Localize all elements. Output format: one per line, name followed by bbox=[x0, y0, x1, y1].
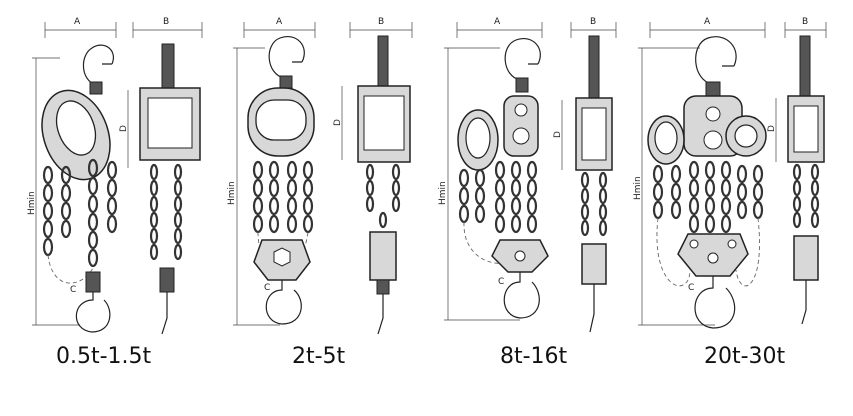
dim-label-c: C bbox=[70, 285, 76, 295]
side-view-large-hoist: D bbox=[553, 35, 613, 333]
dim-label-d: D bbox=[767, 125, 777, 132]
dim-label-c: C bbox=[498, 277, 504, 287]
figure-caption: 0.5t-1.5t bbox=[56, 344, 152, 369]
dim-label-hmin: Hmin bbox=[438, 181, 448, 205]
front-view-xlarge-hoist: C bbox=[647, 36, 767, 329]
figure-caption: 2t-5t bbox=[292, 344, 346, 369]
dim-label-a: A bbox=[74, 17, 81, 27]
dim-label-hmin: Hmin bbox=[227, 181, 237, 205]
figure-2: A B Hmin C D bbox=[227, 17, 413, 369]
dim-label-b: B bbox=[378, 17, 384, 27]
front-view-large-hoist: C bbox=[457, 38, 549, 319]
figure-1: A B Hmin C bbox=[27, 17, 203, 369]
dim-label-a: A bbox=[276, 17, 283, 27]
front-view-medium-hoist: C bbox=[247, 36, 315, 325]
dim-label-b: B bbox=[590, 17, 596, 27]
dim-label-d: D bbox=[333, 119, 343, 126]
side-view-small-hoist: D bbox=[119, 43, 201, 335]
dim-label-b: B bbox=[163, 17, 169, 27]
dim-label-d: D bbox=[553, 131, 563, 138]
dim-label-a: A bbox=[704, 17, 711, 27]
side-view-xlarge-hoist: D bbox=[767, 35, 825, 325]
dim-label-d: D bbox=[119, 125, 129, 132]
figure-3: A B Hmin C bbox=[438, 17, 617, 369]
figure-caption: 8t-16t bbox=[500, 344, 568, 369]
dim-label-c: C bbox=[264, 283, 270, 293]
dim-label-b: B bbox=[802, 17, 808, 27]
dim-label-hmin: Hmin bbox=[27, 191, 37, 215]
front-view-small-hoist: C bbox=[41, 44, 118, 333]
dim-label-a: A bbox=[494, 17, 501, 27]
dim-label-hmin: Hmin bbox=[633, 176, 643, 200]
dim-label-c: C bbox=[688, 283, 694, 293]
figure-4: A B Hmin bbox=[633, 17, 827, 369]
side-view-medium-hoist: D bbox=[333, 35, 411, 335]
figure-caption: 20t-30t bbox=[704, 344, 786, 369]
